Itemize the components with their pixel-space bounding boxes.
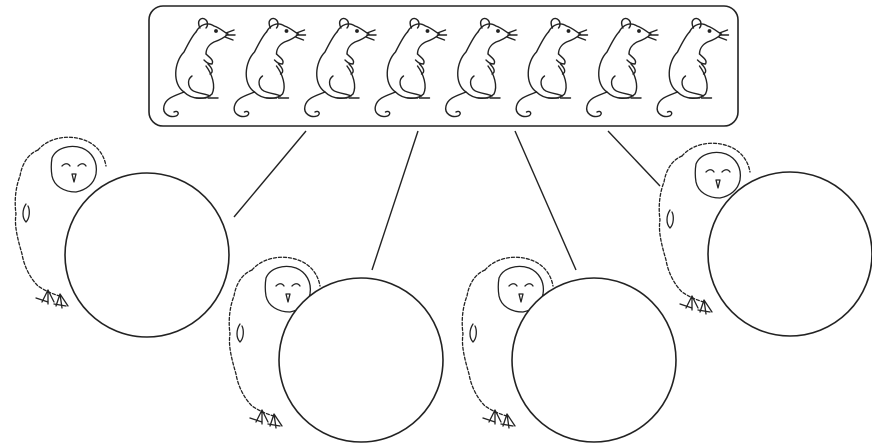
owl-circle-3 <box>511 277 677 443</box>
owl-circle-4 <box>707 171 872 337</box>
mouse-group-box <box>148 5 739 127</box>
connector-line-1 <box>233 130 307 218</box>
connector-line-2 <box>371 130 419 271</box>
owl-group-1 <box>14 136 230 338</box>
owl-circle-1 <box>64 172 230 338</box>
connector-line-3 <box>514 130 577 271</box>
owl-circle-2 <box>278 277 444 443</box>
connector-lines <box>233 130 661 271</box>
owl-group-2 <box>228 256 444 443</box>
owl-group-4 <box>658 142 872 337</box>
owl-group-3 <box>461 256 677 443</box>
connector-line-4 <box>607 130 661 187</box>
mouse-group-border <box>148 5 739 127</box>
